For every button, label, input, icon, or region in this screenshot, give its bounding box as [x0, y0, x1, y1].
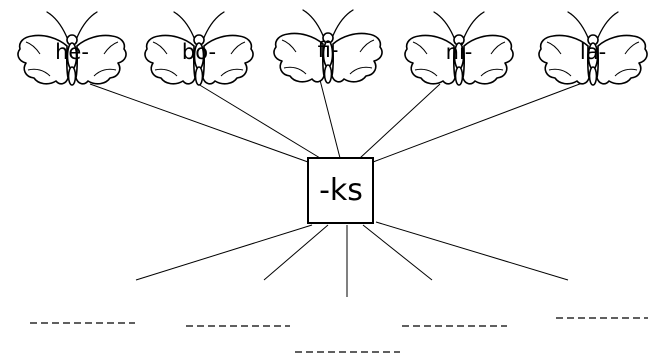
connector-prefix-1: [89, 83, 309, 163]
answer-blanks: [30, 317, 648, 353]
connector-prefix-2: [197, 83, 321, 159]
connector-prefix-4: [359, 83, 441, 159]
prefix-label: ni-: [446, 40, 473, 64]
prefix-butterflies: he- bo- fi- ni- la-: [17, 9, 648, 86]
connector-answer-5: [375, 221, 569, 281]
suffix-box: -ks: [307, 157, 374, 224]
prefix-butterfly-2: bo-: [144, 11, 254, 86]
prefix-butterfly-1: he-: [17, 11, 127, 86]
prefix-label: fi-: [318, 38, 339, 62]
prefix-butterfly-5: la-: [538, 11, 648, 86]
connector-prefix-3: [319, 79, 341, 159]
prefix-label: la-: [580, 40, 606, 64]
connector-answer-2: [263, 224, 329, 281]
suffix-box-frame: [307, 157, 374, 224]
prefix-butterfly-3: fi-: [273, 9, 383, 84]
connector-prefix-5: [372, 81, 586, 163]
connector-answer-4: [362, 224, 433, 281]
prefix-butterfly-4: ni-: [404, 11, 514, 86]
connector-answer-1: [135, 224, 313, 281]
prefix-label: he-: [55, 40, 89, 64]
suffix-label: -ks: [319, 173, 363, 208]
connector-lines: [89, 79, 586, 297]
prefix-label: bo-: [182, 40, 216, 64]
